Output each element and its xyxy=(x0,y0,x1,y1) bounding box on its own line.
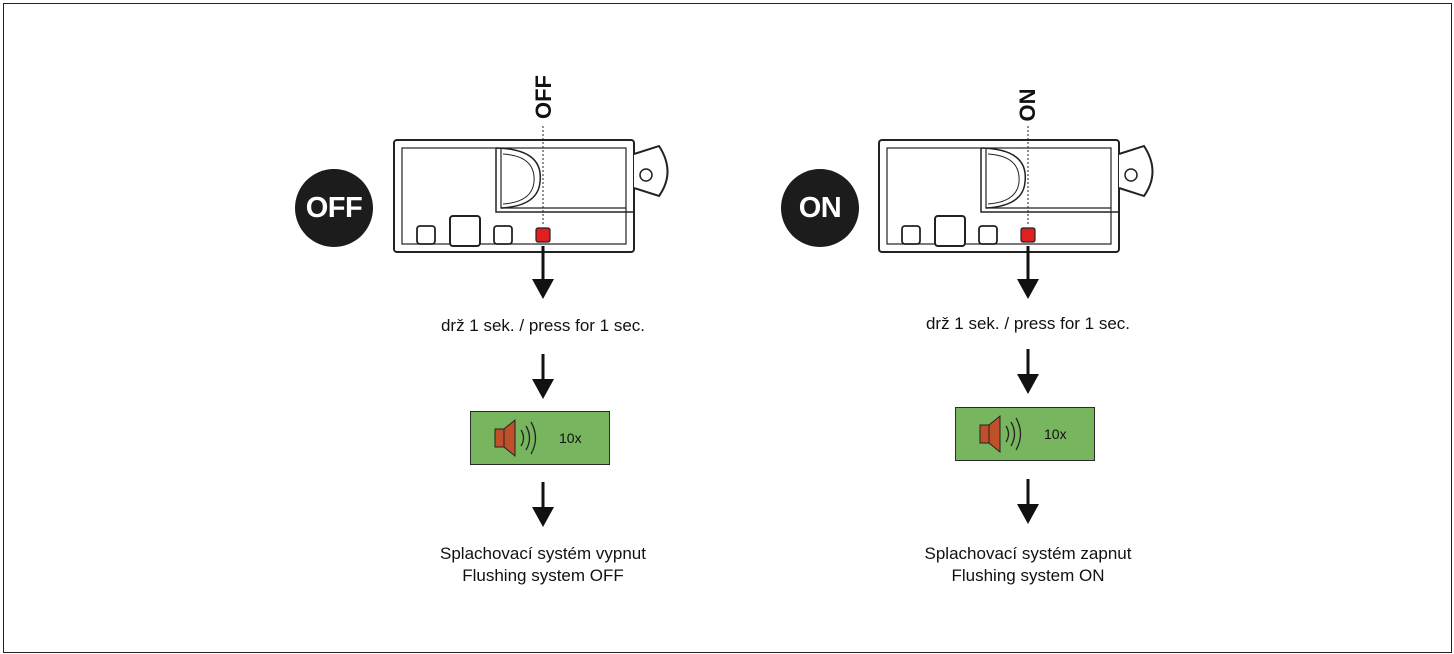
mounting-hole xyxy=(1124,168,1138,182)
arrow-down-icon xyxy=(1017,279,1039,299)
small-button-2 xyxy=(978,225,998,245)
panel-off: OFF OFF drž 1 sek. / press for 1 sec. 10… xyxy=(4,4,731,654)
beep-count: 10x xyxy=(559,430,582,446)
sensor-arc xyxy=(495,147,541,209)
large-button xyxy=(934,215,966,247)
result-text-off: Splachovací systém vypnut Flushing syste… xyxy=(393,543,693,587)
device-inner-outline xyxy=(401,147,627,245)
arrow-down-icon xyxy=(1017,504,1039,524)
speaker-icon xyxy=(494,418,537,458)
arrow-down-icon xyxy=(532,379,554,399)
arrow-down-icon xyxy=(532,507,554,527)
mounting-hole xyxy=(639,168,653,182)
result-text-on: Splachovací systém zapnut Flushing syste… xyxy=(878,543,1178,587)
beep-indicator-box: 10x xyxy=(470,411,610,465)
result-en: Flushing system OFF xyxy=(462,566,624,585)
led-indicator xyxy=(1020,227,1036,243)
result-cz: Splachovací systém vypnut xyxy=(440,544,646,563)
arrow-down-icon xyxy=(532,279,554,299)
status-badge-off: OFF xyxy=(295,169,373,247)
vertical-label-off: OFF xyxy=(531,75,556,119)
small-button-1 xyxy=(416,225,436,245)
instruction-text: drž 1 sek. / press for 1 sec. xyxy=(925,314,1131,333)
small-button-2 xyxy=(493,225,513,245)
arrow-down-icon xyxy=(1017,374,1039,394)
beep-indicator-box: 10x xyxy=(955,407,1095,461)
result-cz: Splachovací systém zapnut xyxy=(924,544,1132,563)
beep-count: 10x xyxy=(1044,426,1067,442)
large-button xyxy=(449,215,481,247)
speaker-icon xyxy=(979,414,1022,454)
device-on-drawing xyxy=(878,126,1154,524)
small-button-1 xyxy=(901,225,921,245)
result-en: Flushing system ON xyxy=(951,566,1105,585)
diagram-frame: OFF OFF drž 1 sek. / press for 1 sec. 10… xyxy=(3,3,1452,653)
sensor-arc xyxy=(980,147,1026,209)
device-off-drawing xyxy=(393,126,669,527)
led-indicator xyxy=(535,227,551,243)
instruction-text: drž 1 sek. / press for 1 sec. xyxy=(440,316,646,335)
panel-on: ON ON drž 1 sek. / press for 1 sec. 10x … xyxy=(731,4,1454,654)
vertical-label-on: ON xyxy=(1015,88,1040,122)
device-inner-outline xyxy=(886,147,1112,245)
status-badge-on: ON xyxy=(781,169,859,247)
